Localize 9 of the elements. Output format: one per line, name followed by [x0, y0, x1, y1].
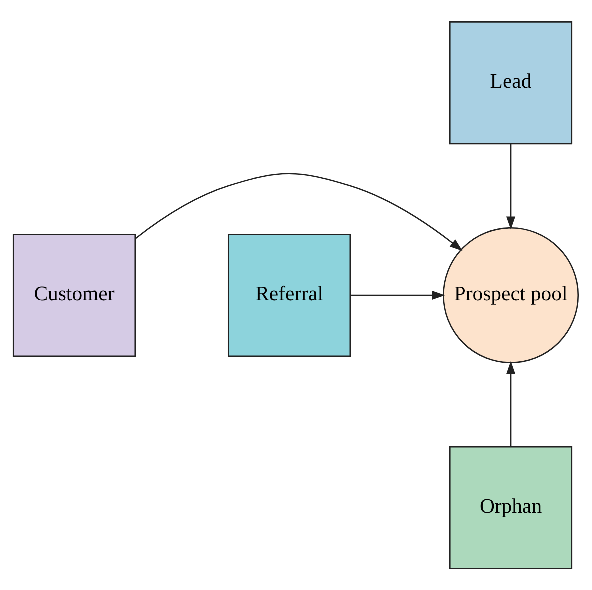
node-box: Referral: [228, 233, 352, 357]
arrow: [506, 360, 516, 446]
node-circle: Prospect pool: [443, 227, 580, 363]
arrow: [350, 290, 446, 300]
arrow: [506, 144, 516, 230]
node-box: Lead: [450, 21, 573, 144]
arrow: [135, 172, 463, 251]
node-box: Orphan: [450, 446, 573, 569]
node-box: Customer: [12, 233, 136, 357]
